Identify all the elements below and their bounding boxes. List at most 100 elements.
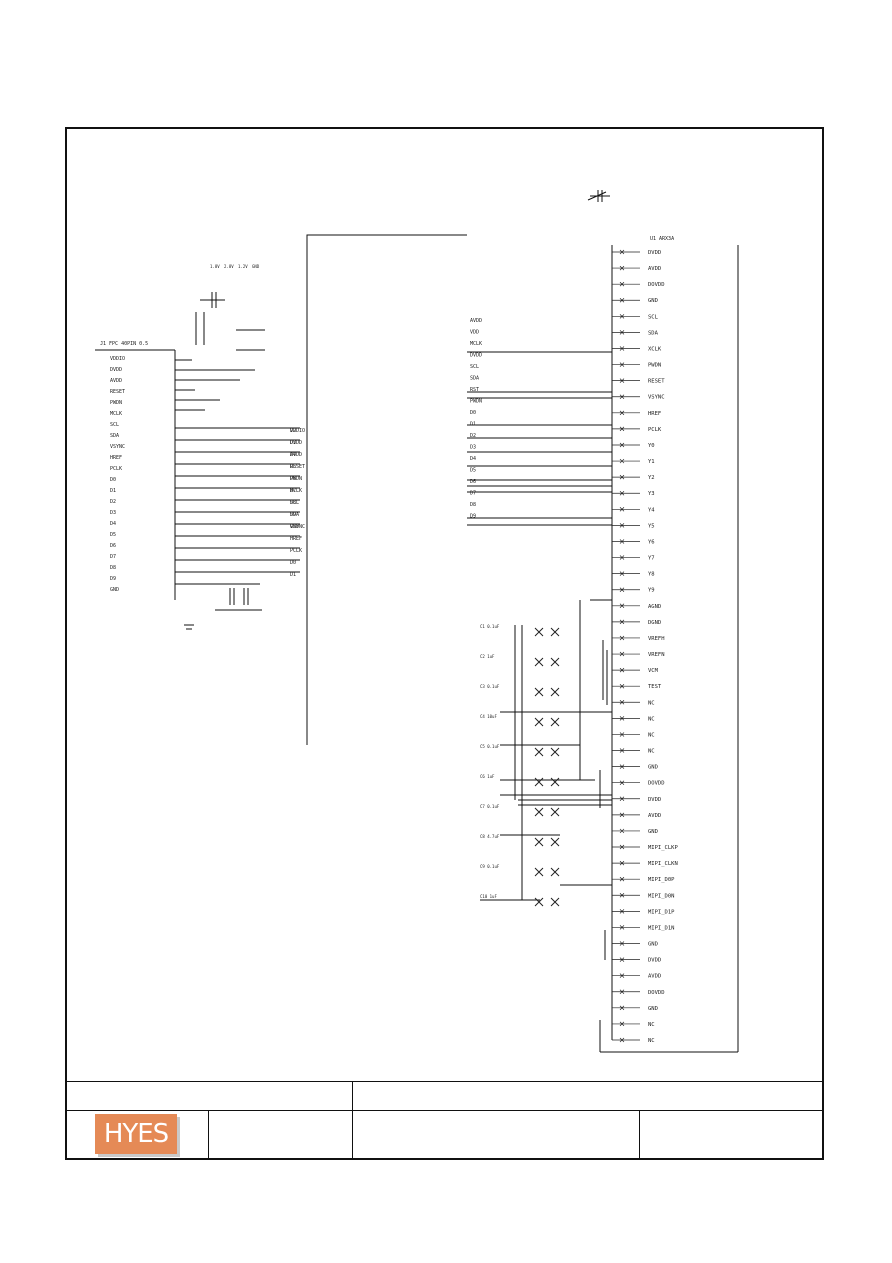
pin-nc-mark <box>619 249 625 255</box>
capacitor-label: C9 0.1uF <box>480 864 500 869</box>
ic-pin-label: GND <box>648 298 658 304</box>
connector-net-label: AVDD <box>290 452 302 458</box>
ic-pin-label: AGND <box>648 604 661 610</box>
capacitor-symbol <box>534 837 560 847</box>
pin-nc-mark <box>619 330 625 335</box>
mid-net-label: D2 <box>470 433 476 439</box>
ic-pin-label: GND <box>648 765 658 771</box>
left-net-label: D1 <box>110 488 116 494</box>
pin-nc-mark <box>619 1005 625 1011</box>
ic-pin-label: TEST <box>648 684 662 690</box>
supply-label: GND <box>252 264 260 269</box>
ic-pin-label: MIPI_D1P <box>648 909 675 915</box>
pin-nc-mark <box>619 539 625 544</box>
passive-cluster <box>480 599 612 960</box>
ic-pin-label: MIPI_CLKP <box>648 845 678 851</box>
pin-nc-mark <box>619 410 625 416</box>
pin-nc-mark <box>619 297 625 303</box>
pin-nc-mark <box>619 490 625 496</box>
connector-net-label: D5 <box>290 464 296 470</box>
ic-pin-label: VREFH <box>648 636 665 642</box>
ic-pin-label: XCLK <box>648 346 662 352</box>
pin-nc-mark <box>619 1021 625 1027</box>
capacitor-label: C5 0.1uF <box>480 744 500 749</box>
connector-net-label: D8 <box>290 500 296 506</box>
mid-net-label: D9 <box>470 514 476 520</box>
ic-pin-label: VCM <box>648 668 659 674</box>
left-net-label: D2 <box>110 499 116 505</box>
ic-pin-label: Y4 <box>648 507 655 513</box>
pin-nc-mark <box>619 651 625 657</box>
capacitor-label: C6 1uF <box>480 774 495 779</box>
pin-nc-mark <box>619 265 625 271</box>
left-net-label: PCLK <box>110 466 122 472</box>
ic-pin-label: SCL <box>648 314 659 320</box>
connector-net-label: D1 <box>290 572 296 578</box>
drawing-frame <box>65 127 824 1160</box>
ic-pin-label: MIPI_CLKN <box>648 861 678 867</box>
pin-nc-mark <box>619 941 625 946</box>
mid-net-wires <box>467 351 612 526</box>
company-logo: HYES <box>95 1114 177 1154</box>
pin-nc-mark <box>619 587 625 592</box>
ic-pin-label: MIPI_D0N <box>648 893 675 899</box>
ic-pin-label: Y6 <box>648 539 655 545</box>
mid-net-label: D3 <box>470 445 476 451</box>
pin-nc-mark <box>619 667 625 673</box>
capacitor-label: C8 4.7uF <box>480 834 500 839</box>
left-net-label: VDDIO <box>110 356 125 362</box>
left-net-label: D0 <box>110 477 116 483</box>
mid-net-label: RST <box>470 387 479 393</box>
ic-pin-label: Y0 <box>648 443 655 449</box>
supply-label: 1.8V <box>210 264 220 269</box>
ic-pin-label: DOVDD <box>648 781 665 787</box>
pin-nc-mark <box>619 619 625 625</box>
pin-nc-mark <box>619 1037 625 1043</box>
bus-bracket <box>306 234 467 745</box>
ic-pin-label: Y5 <box>648 523 655 529</box>
ic-pin-label: NC <box>648 716 655 722</box>
mid-net-label: D7 <box>470 491 476 497</box>
capacitor-symbol <box>534 687 560 697</box>
pin-nc-mark <box>619 314 625 319</box>
ic-pin-label: MIPI_D1N <box>648 925 675 931</box>
ic-pin-label: HREF <box>648 411 661 417</box>
ic-pin-label: GND <box>648 1006 658 1012</box>
ic-pin-label: VSYNC <box>648 395 665 401</box>
pin-nc-mark <box>619 716 625 721</box>
left-net-label: D9 <box>110 576 116 582</box>
ic-pin-label: DVDD <box>648 250 661 256</box>
ic-pin-label: Y3 <box>648 491 655 497</box>
mid-net-label: MCLK <box>470 341 482 347</box>
connector-net-label: VSYNC <box>290 524 305 530</box>
pin-nc-mark <box>619 909 625 914</box>
pin-nc-mark <box>619 796 625 802</box>
pin-nc-mark <box>619 426 625 432</box>
connector-net-label: PCLK <box>290 548 302 554</box>
supply-label: 1.2V <box>238 264 248 269</box>
left-net-label: D4 <box>110 521 116 527</box>
pin-nc-mark <box>619 523 625 528</box>
connector-net-label: MCLK <box>290 488 302 494</box>
ic-pin-label: SDA <box>648 330 659 336</box>
ic-pin-label: VREFN <box>648 652 665 658</box>
left-net-label: GND <box>110 587 119 593</box>
supply-label: 2.8V <box>224 264 234 269</box>
left-net-label: VSYNC <box>110 444 125 450</box>
ic-pin-label: GND <box>648 829 658 835</box>
title-block-vline-1 <box>352 1081 353 1160</box>
left-net-label: DVDD <box>110 367 122 373</box>
pin-nc-mark <box>619 893 625 898</box>
pin-nc-mark <box>619 442 625 448</box>
connector-net-label: D2 <box>290 428 296 434</box>
pin-nc-mark <box>619 683 625 689</box>
mid-net-label: D1 <box>470 422 476 428</box>
left-net-label: D5 <box>110 532 116 538</box>
connector-net-label: DVDD <box>290 440 302 446</box>
mid-net-label: D5 <box>470 468 476 474</box>
capacitor-symbol <box>534 777 560 787</box>
connector-wires <box>175 359 300 585</box>
pin-nc-mark <box>619 844 625 850</box>
main-component-label: U1 ARX3A <box>650 236 674 242</box>
